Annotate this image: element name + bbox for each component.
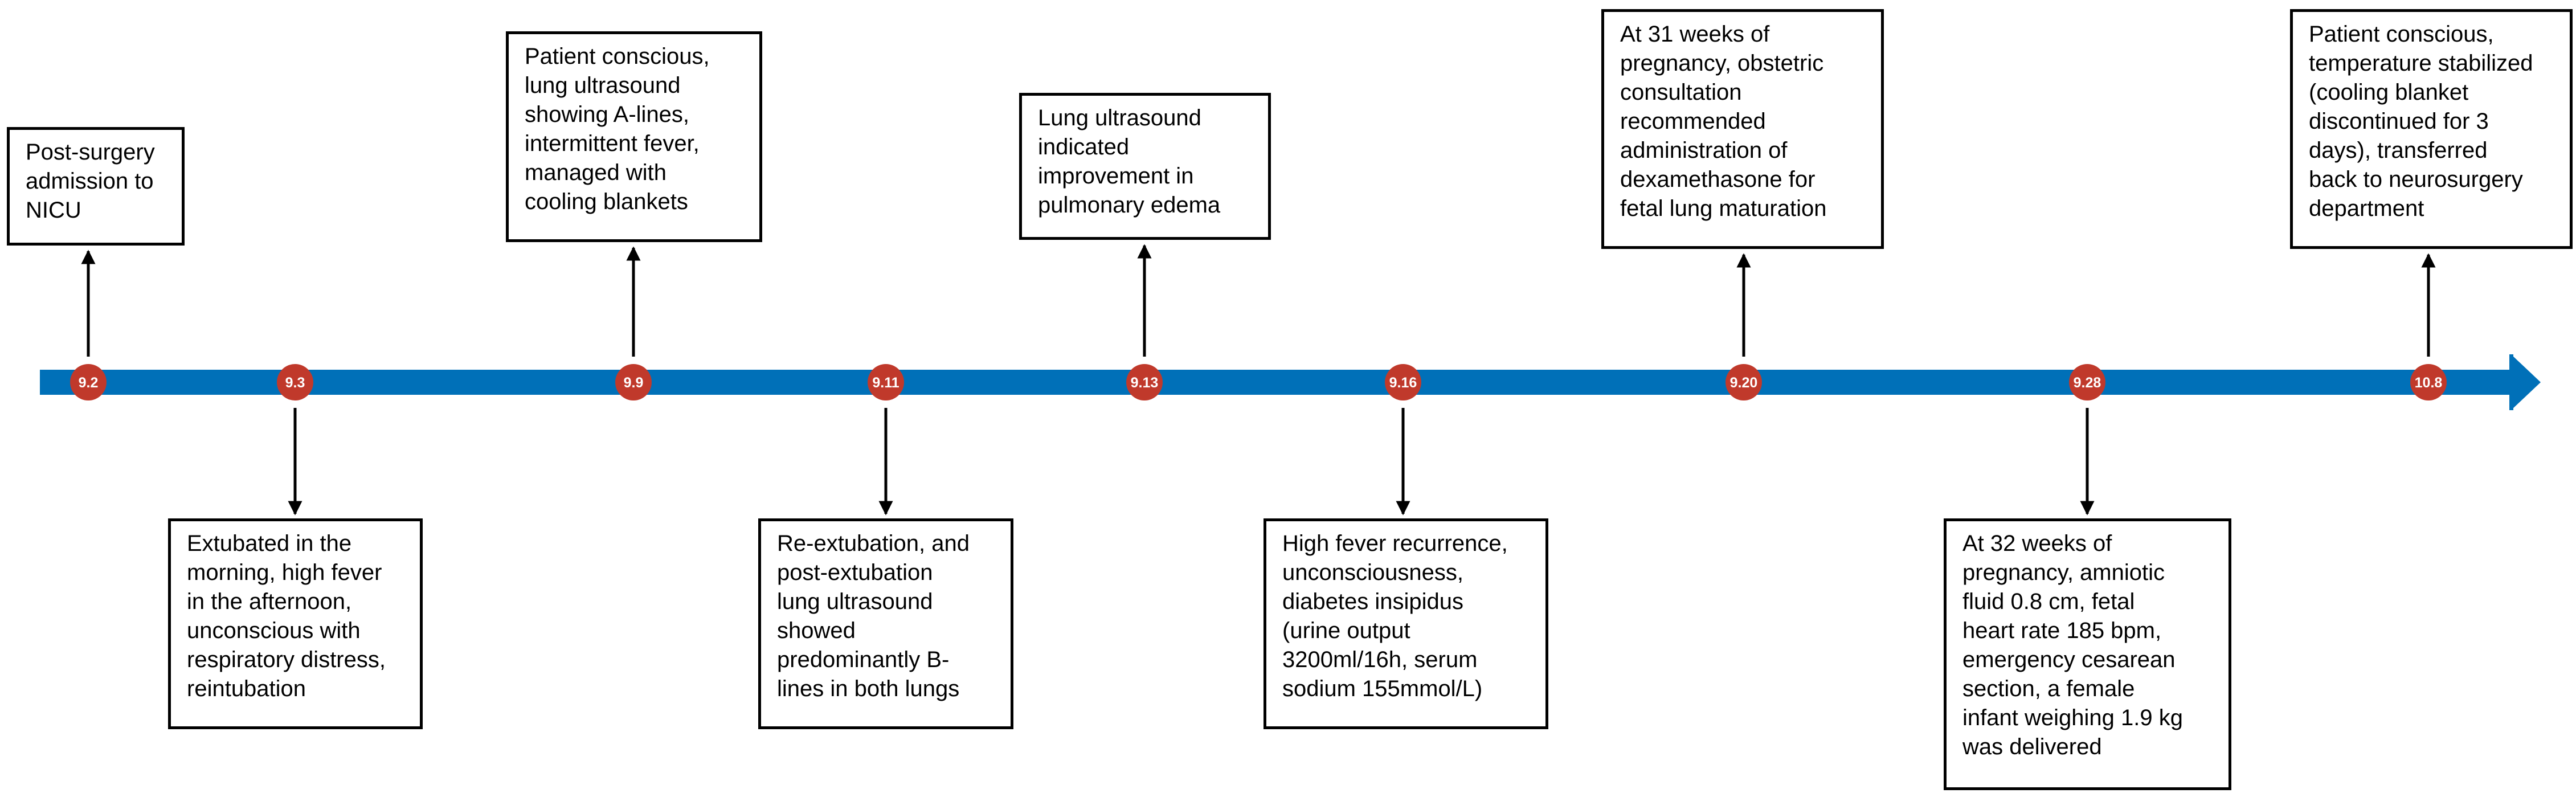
connectors: [81, 244, 2436, 516]
date-markers: 9.2 9.3 9.9 9.11 9.13 9.16 9.20 9.28 10.8: [70, 364, 2447, 400]
date-marker: [2410, 364, 2447, 400]
date-marker: [70, 364, 107, 400]
date-label: 10.8: [2415, 375, 2443, 391]
date-label: 9.11: [872, 375, 899, 391]
event-box-9-9: Patient conscious, lung ultrasound showi…: [506, 31, 762, 242]
event-box-9-20: At 31 weeks of pregnancy, obstetric cons…: [1601, 9, 1884, 249]
event-box-10-8: Patient conscious, temperature stabilize…: [2290, 9, 2573, 249]
event-box-9-28: At 32 weeks of pregnancy, amniotic fluid…: [1944, 518, 2231, 790]
event-box-9-11: Re-extubation, and post-extubation lung …: [758, 518, 1013, 729]
date-label: 9.28: [2074, 375, 2101, 391]
date-marker: [1385, 364, 1421, 400]
date-label: 9.16: [1389, 375, 1417, 391]
date-label: 9.13: [1131, 375, 1159, 391]
event-box-9-3: Extubated in the morning, high fever in …: [168, 518, 423, 729]
date-label: 9.2: [79, 375, 99, 391]
date-marker: [615, 364, 652, 400]
date-label: 9.20: [1730, 375, 1758, 391]
date-marker: [277, 364, 313, 400]
date-label: 9.3: [285, 375, 305, 391]
date-marker: [1126, 364, 1163, 400]
date-marker: [1725, 364, 1762, 400]
timeline-axis-arrowhead: [2511, 354, 2541, 410]
date-label: 9.9: [624, 375, 644, 391]
event-box-9-2: Post-surgery admission to NICU: [7, 127, 185, 246]
event-box-9-16: High fever recurrence, unconsciousness, …: [1264, 518, 1548, 729]
timeline-axis: [40, 370, 2512, 395]
event-box-9-13: Lung ultrasound indicated improvement in…: [1019, 93, 1271, 240]
date-marker: [2069, 364, 2105, 400]
date-marker: [868, 364, 904, 400]
